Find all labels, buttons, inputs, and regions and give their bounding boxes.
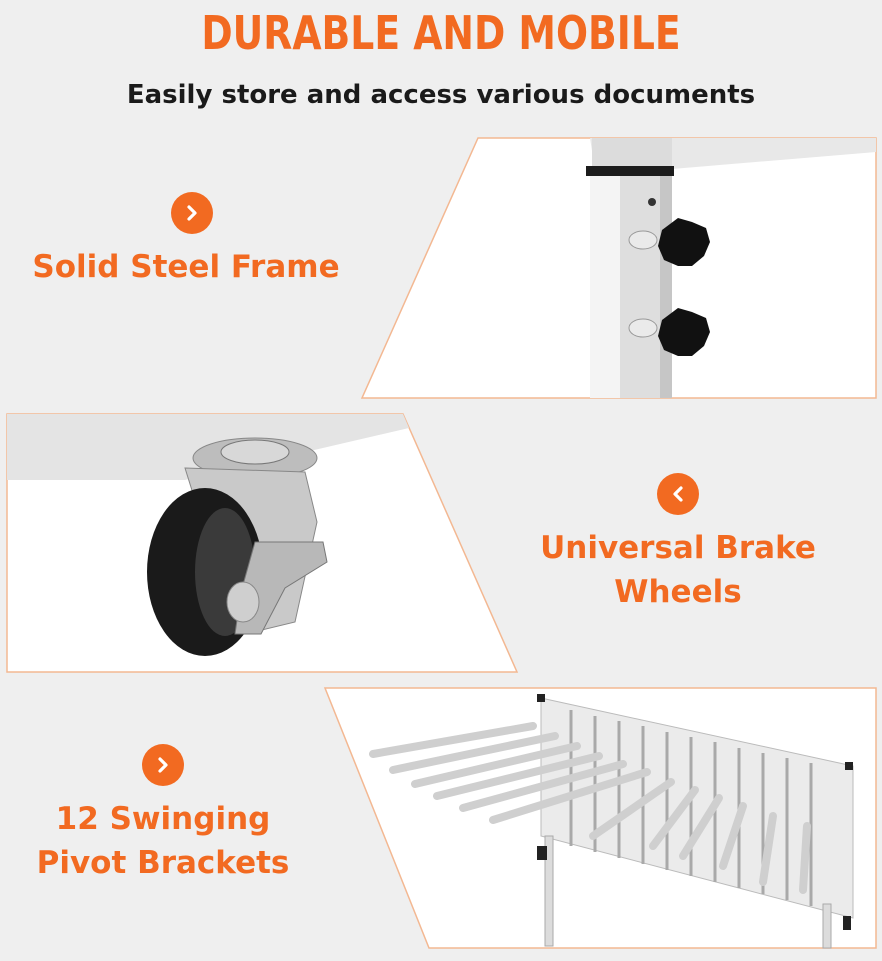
feature-swinging-pivot-brackets: 12 Swinging Pivot Brackets bbox=[0, 797, 326, 885]
feature-label-line2: Pivot Brackets bbox=[36, 845, 290, 881]
pivot-brackets-image bbox=[323, 687, 877, 949]
feature-solid-steel-frame: Solid Steel Frame bbox=[0, 245, 372, 289]
chevron-right-icon bbox=[142, 744, 184, 786]
chevron-right-icon bbox=[171, 192, 213, 234]
feature-label-line1: 12 Swinging bbox=[55, 801, 271, 837]
steel-frame-image bbox=[360, 137, 877, 399]
page-subtitle: Easily store and access various document… bbox=[126, 80, 756, 110]
chevron-left-icon bbox=[657, 473, 699, 515]
feature-label: Solid Steel Frame bbox=[32, 249, 340, 285]
feature-universal-brake-wheels: Universal Brake Wheels bbox=[500, 526, 856, 614]
feature-label-line1: Universal Brake bbox=[540, 530, 816, 566]
page-title: DURABLE AND MOBILE bbox=[201, 6, 681, 60]
feature-label-line2: Wheels bbox=[614, 574, 742, 610]
knob-icon bbox=[658, 218, 710, 266]
caster-wheel-image bbox=[6, 413, 519, 673]
